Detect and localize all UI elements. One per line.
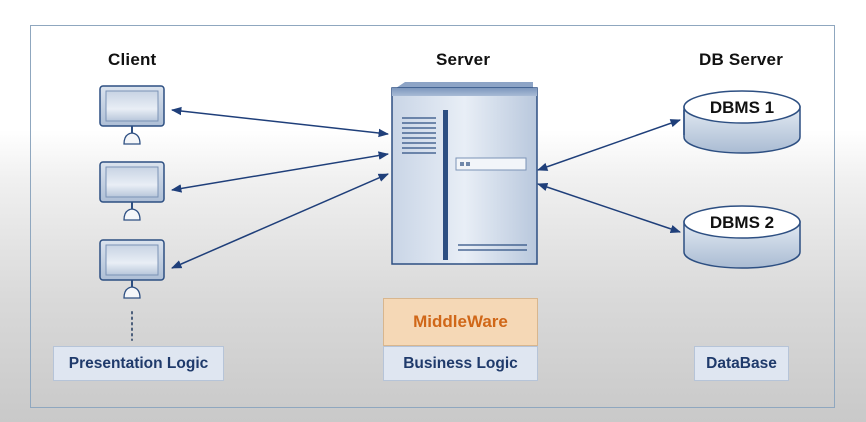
business-logic-label: Business Logic xyxy=(383,346,538,381)
connection-arrow xyxy=(171,173,389,269)
presentation-logic-label: Presentation Logic xyxy=(53,346,224,381)
server-tower-icon xyxy=(391,82,538,265)
db-server-title: DB Server xyxy=(699,50,784,69)
database-disk-icon xyxy=(683,205,801,269)
monitor-icon xyxy=(99,161,165,221)
connection-arrow xyxy=(170,151,390,193)
connection-arrow xyxy=(170,106,390,138)
client-title: Client xyxy=(108,50,157,69)
connection-arrow xyxy=(537,183,681,233)
dbms-1-label: DBMS 1 xyxy=(710,98,774,117)
server-title: Server xyxy=(436,50,491,69)
monitor-icon xyxy=(99,85,165,145)
dbms-2-label: DBMS 2 xyxy=(710,213,774,232)
monitor-icon xyxy=(99,239,165,299)
connection-arrow xyxy=(537,119,681,171)
middleware-label: MiddleWare xyxy=(383,298,538,346)
database-disk-icon xyxy=(683,90,801,154)
database-label: DataBase xyxy=(694,346,789,381)
diagram-frame xyxy=(30,25,835,408)
